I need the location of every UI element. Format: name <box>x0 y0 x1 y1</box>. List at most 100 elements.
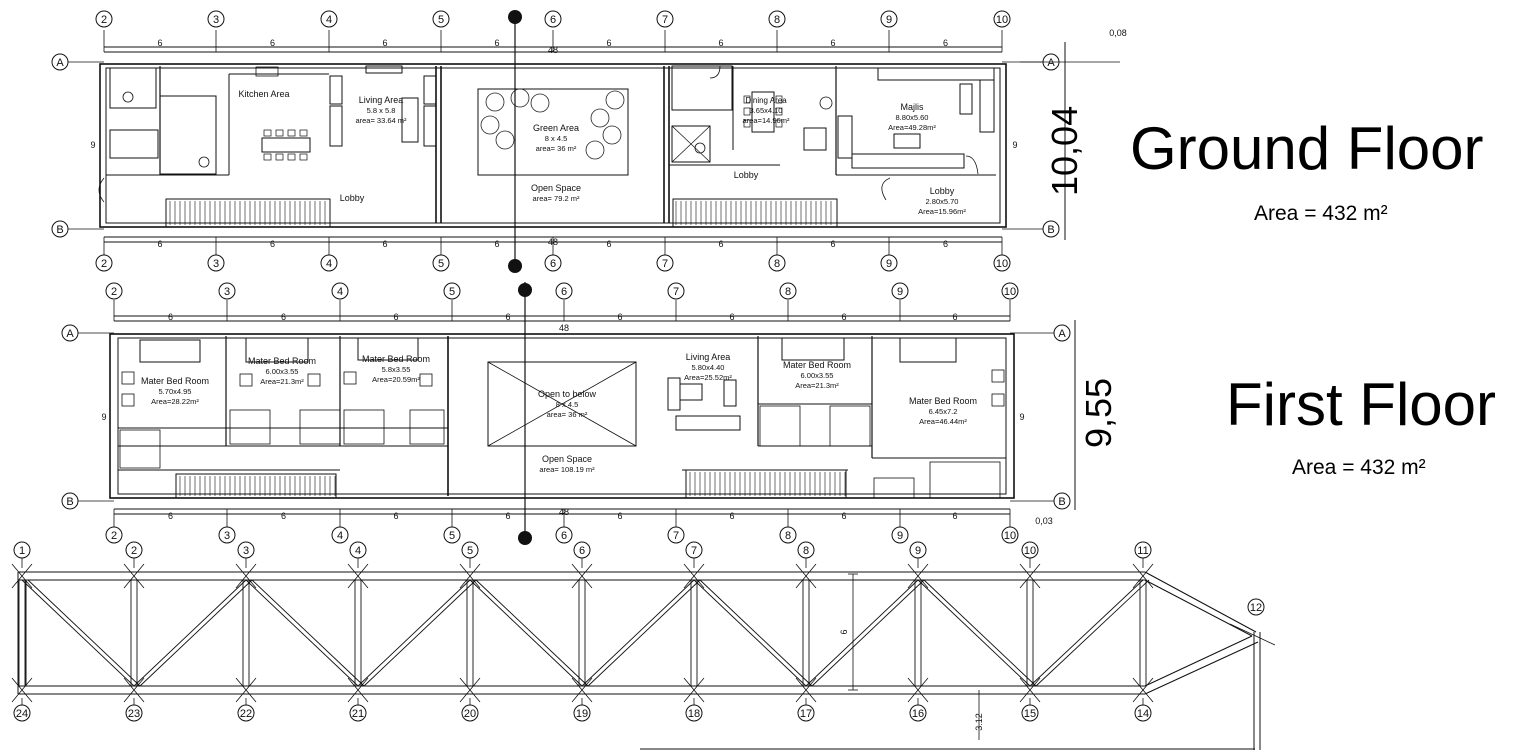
small-dimension: 0,03 <box>1035 516 1053 526</box>
living-label-line-2: Area=25.52m² <box>684 373 732 382</box>
grid-number: 3 <box>224 530 230 542</box>
row-bubble-b-right: B <box>1042 220 1060 238</box>
grid-number: 2 <box>131 545 137 557</box>
bed <box>899 337 957 363</box>
bed2-label-line-2: Area=21.3m² <box>260 377 304 386</box>
grid-circle <box>797 541 815 559</box>
grid-bubble-bottom: 7 <box>667 526 685 544</box>
section-marker <box>518 283 532 297</box>
grid-number: 6 <box>561 530 567 542</box>
grid-circle <box>105 282 123 300</box>
span-dimension-bottom: 6 <box>281 511 286 521</box>
bed2-label-line-0: Mater Bed Room <box>248 356 316 366</box>
node-cross <box>795 563 817 589</box>
grid-number: 6 <box>561 286 567 298</box>
grid-number: 9 <box>886 258 892 270</box>
dining-label-line-2: area=14.96m² <box>743 116 790 125</box>
armchair <box>419 373 433 387</box>
grid-circle <box>1134 704 1152 722</box>
bed5-label-line-1: 6.45x7.2 <box>929 407 958 416</box>
diagonal-member <box>139 579 253 687</box>
bathroom-fixture <box>873 477 915 499</box>
grid-circle <box>656 10 674 28</box>
grid-circle <box>685 541 703 559</box>
grid-number: B <box>1047 224 1054 236</box>
bed5-label-line-0: Mater Bed Room <box>909 396 977 406</box>
grid-circle <box>544 254 562 272</box>
coffee-table <box>679 383 703 401</box>
bathroom <box>109 67 157 109</box>
diagonal-member <box>1035 579 1150 687</box>
dining-label-line-1: 3.65x4.10 <box>750 106 783 115</box>
window <box>365 65 403 74</box>
node-cross <box>1132 563 1154 589</box>
tree-symbol <box>480 115 500 135</box>
bed3-label-line-0: Mater Bed Room <box>362 354 430 364</box>
node-cross <box>459 677 481 703</box>
span-dimension-top: 6 <box>281 312 286 322</box>
grid-number: 6 <box>550 14 556 26</box>
grid-circle <box>125 704 143 722</box>
grid-number: 19 <box>576 708 588 720</box>
tree-symbol <box>510 88 530 108</box>
truss-grid-bubble-bottom: 24 <box>13 704 31 722</box>
inner-wall <box>105 67 1001 224</box>
diagonal-member <box>475 579 589 687</box>
span-dimension-bottom: 6 <box>382 239 387 249</box>
tree-symbol <box>590 108 610 128</box>
grid-circle <box>125 541 143 559</box>
armchair <box>991 369 1005 383</box>
grid-number: 5 <box>449 530 455 542</box>
grid-number: 7 <box>662 258 668 270</box>
total-dimension-top: 48 <box>548 45 558 55</box>
grid-number: 10 <box>1004 286 1016 298</box>
grid-bubble-bottom: 8 <box>779 526 797 544</box>
grid-number: 6 <box>550 258 556 270</box>
bed <box>781 337 845 361</box>
armchair <box>991 393 1005 407</box>
sofa <box>667 377 681 411</box>
grid-circle <box>320 10 338 28</box>
side-dimension-right: 9 <box>1019 412 1024 422</box>
truss-grid-bubble-bottom: 23 <box>125 704 143 722</box>
first-floor-area: Area = 432 m² <box>1292 456 1426 479</box>
node-cross <box>1132 677 1154 703</box>
grid-circle <box>13 704 31 722</box>
span-dimension-bottom: 6 <box>841 511 846 521</box>
grid-circle <box>443 526 461 544</box>
living-label-line-0: Living Area <box>359 95 404 105</box>
chair <box>743 107 751 116</box>
chair <box>775 107 783 116</box>
truss-grid-bubble-bottom: 16 <box>909 704 927 722</box>
grid-number: 4 <box>337 286 343 298</box>
truss-grid-bubble-bottom: 14 <box>1134 704 1152 722</box>
grid-number: 7 <box>691 545 697 557</box>
span-dimension-top: 6 <box>494 38 499 48</box>
green-area-box <box>477 88 629 176</box>
diagonal-member <box>693 579 807 687</box>
node-cross <box>795 677 817 703</box>
grid-number: 3 <box>213 14 219 26</box>
sofa <box>423 75 437 105</box>
grid-number: 5 <box>449 286 455 298</box>
span-dimension-top: 6 <box>952 312 957 322</box>
stair-right <box>685 469 847 499</box>
grid-bubble-top: 10 <box>1001 282 1019 300</box>
grid-circle <box>891 282 909 300</box>
grid-circle <box>909 541 927 559</box>
open-below-label-line-1: 8 x 4.5 <box>556 400 579 409</box>
outer-wall <box>99 63 1007 228</box>
grid-circle <box>555 526 573 544</box>
grid-number: 2 <box>101 258 107 270</box>
majlis-sofa <box>979 79 995 133</box>
grid-circle <box>544 10 562 28</box>
diagonal-member <box>587 579 701 687</box>
grid-number: 2 <box>111 286 117 298</box>
grid-circle <box>237 704 255 722</box>
tree-symbol <box>602 125 622 145</box>
tree-symbol <box>530 93 550 113</box>
grid-number: B <box>66 496 73 508</box>
span-dimension-top: 6 <box>505 312 510 322</box>
grid-circle <box>573 541 591 559</box>
